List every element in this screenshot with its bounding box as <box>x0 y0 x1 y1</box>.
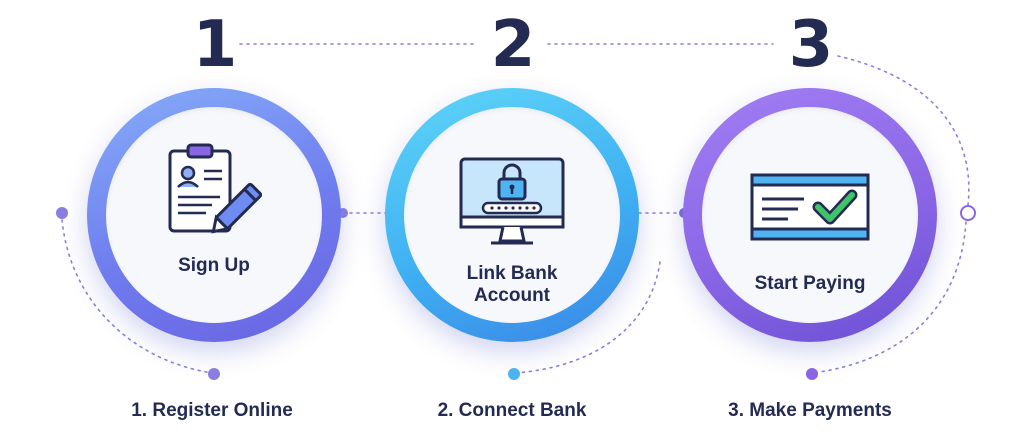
step-3-caption: 3. Make Payments <box>728 400 892 421</box>
connector-right-arc <box>811 221 967 374</box>
step-3-number: 3 <box>788 8 834 82</box>
monitor-lock-icon <box>459 157 565 245</box>
step-3-title: Start Paying <box>754 273 866 294</box>
step-1-caption: 1. Register Online <box>131 400 293 421</box>
connector-dot-caption2 <box>508 368 520 380</box>
connector-dot-right <box>960 205 976 221</box>
step-2-number: 2 <box>490 8 536 82</box>
step-3-circle: Start Paying <box>683 88 937 342</box>
step-2-circle: Link Bank Account <box>385 88 639 342</box>
step-2-title-line2: Account <box>474 285 550 306</box>
step-1-number: 1 <box>192 8 238 82</box>
step-2-caption: 2. Connect Bank <box>437 400 587 421</box>
connector-left-arc <box>61 219 213 374</box>
step-1-circle: Sign Up <box>87 88 341 342</box>
connector-dot-caption1 <box>208 368 220 380</box>
connector-number-3-right <box>837 55 970 206</box>
connector-dot-left <box>56 207 68 219</box>
step-2-title-line1: Link Bank <box>466 263 558 284</box>
check-card-icon <box>750 173 870 241</box>
step-2-title: Link Bank Account <box>404 263 620 307</box>
step-1-title: Sign Up <box>178 255 250 276</box>
clipboard-pencil-icon <box>168 143 262 234</box>
connector-dot-caption3 <box>806 368 818 380</box>
